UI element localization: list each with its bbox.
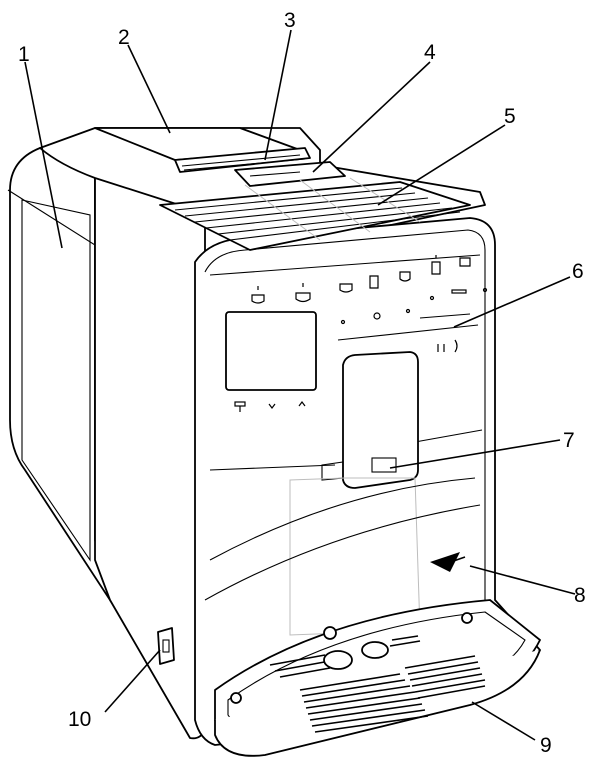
cup-warmer-grille — [159, 177, 471, 251]
coffee-cup-icon[interactable] — [295, 283, 311, 303]
container-area — [204, 477, 481, 636]
arrow-marker — [430, 552, 460, 572]
espresso-cup-icon[interactable] — [251, 286, 265, 304]
latte-glass-icon[interactable] — [369, 275, 379, 289]
bean-container-lid — [94, 127, 346, 187]
milk-foam-icon[interactable] — [399, 271, 411, 282]
callout-2: 2 — [118, 26, 130, 49]
steam-icon[interactable] — [454, 339, 458, 353]
callout-3: 3 — [284, 9, 296, 32]
up-arrow-icon[interactable] — [298, 401, 306, 407]
callout-8: 8 — [574, 584, 586, 607]
cappuccino-icon[interactable] — [339, 283, 353, 293]
down-arrow-icon[interactable] — [268, 403, 276, 409]
callout-6: 6 — [572, 260, 584, 283]
power-switch[interactable] — [157, 627, 175, 665]
tall-glass-icon[interactable] — [431, 255, 441, 275]
hot-water-icon[interactable] — [459, 257, 471, 267]
leader-lines — [24, 29, 576, 741]
callout-5: 5 — [504, 105, 516, 128]
callout-4: 4 — [424, 41, 436, 64]
callout-1: 1 — [18, 43, 30, 66]
drip-tray — [214, 599, 541, 757]
drip-tray-grille — [269, 635, 486, 733]
two-cups-icon[interactable] — [437, 344, 445, 352]
callout-labels: 1 2 3 4 5 6 7 8 9 10 — [18, 9, 586, 757]
display-screen — [225, 311, 317, 391]
callout-10: 10 — [68, 708, 91, 731]
callout-7: 7 — [563, 429, 575, 452]
powder-slot — [181, 154, 306, 171]
coffee-spout — [321, 351, 419, 489]
callout-9: 9 — [540, 734, 552, 757]
menu-icon[interactable] — [234, 401, 246, 412]
